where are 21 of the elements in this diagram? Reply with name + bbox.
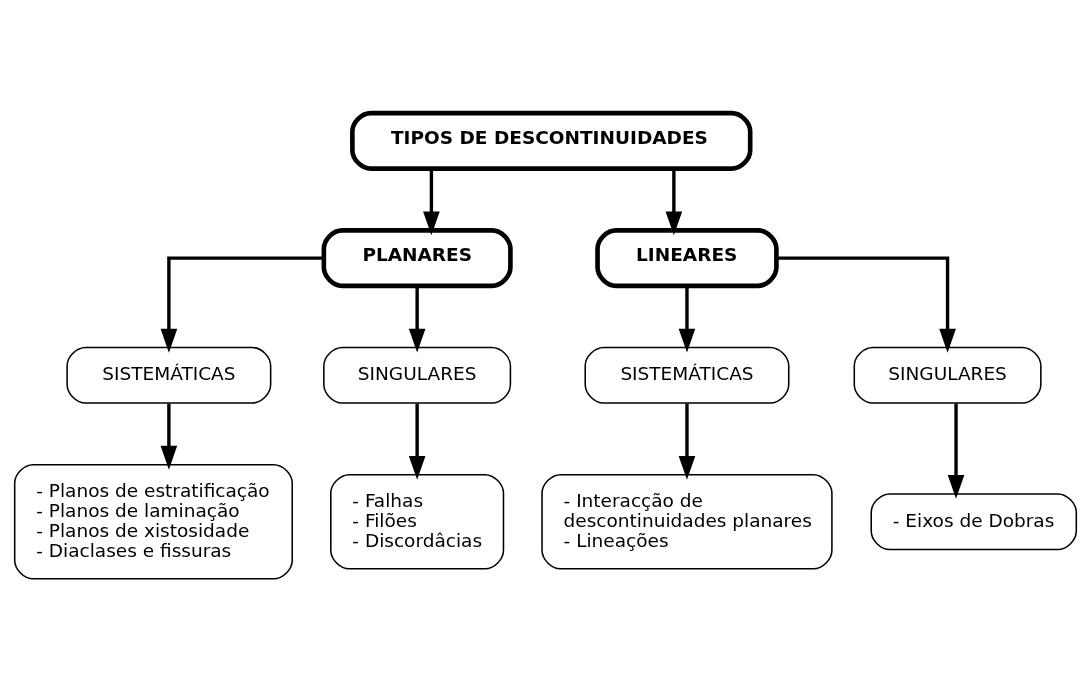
arrow bbox=[947, 403, 965, 499]
arrow bbox=[423, 168, 440, 236]
node-box: - Interacção de descontinuidades planares - Lineações bbox=[541, 474, 833, 570]
arrow bbox=[678, 285, 696, 353]
arrow bbox=[408, 403, 426, 480]
arrow bbox=[160, 256, 324, 353]
node-box: LINEARES bbox=[595, 228, 779, 289]
arrow bbox=[160, 403, 178, 470]
node-box: SISTEMÁTICAS bbox=[584, 346, 790, 404]
node-box: SISTEMÁTICAS bbox=[66, 346, 272, 404]
node-box: - Falhas - Filões - Discordâcias bbox=[330, 474, 505, 570]
node-box: - Planos de estratificação - Planos de laminação - Planos de xistosidade - Diaclases e fissuras bbox=[13, 463, 293, 580]
node-box: TIPOS DE DESCONTINUIDADES bbox=[350, 110, 753, 171]
arrow bbox=[678, 403, 696, 480]
arrow bbox=[776, 256, 956, 353]
node-box: PLANARES bbox=[321, 228, 513, 289]
node-box: - Eixos de Dobras bbox=[870, 493, 1078, 551]
arrow bbox=[665, 168, 683, 236]
node-box: SINGULARES bbox=[853, 346, 1042, 404]
node-box: SINGULARES bbox=[323, 346, 512, 404]
arrow bbox=[408, 285, 426, 353]
